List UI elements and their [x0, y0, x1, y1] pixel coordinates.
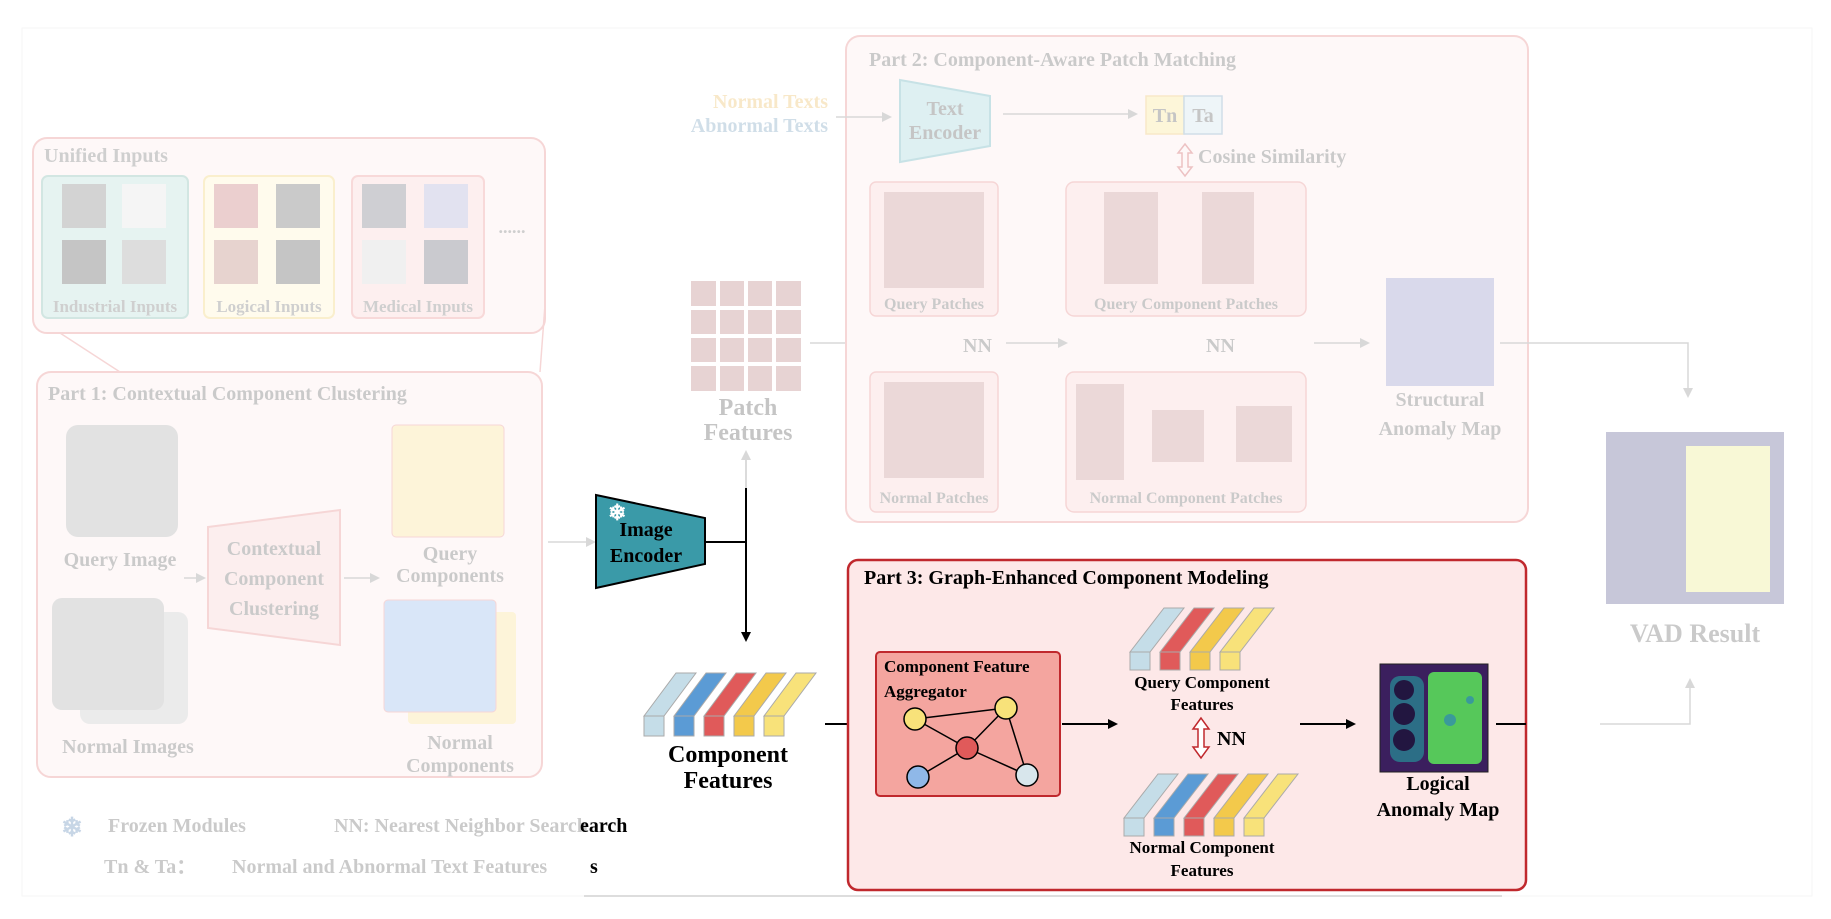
tn-label: Tn [1153, 105, 1177, 127]
logical-line2: Anomaly Map [1377, 799, 1500, 821]
encoder-snowflake-icon: ❄ [608, 500, 626, 525]
query-feature-bar-2 [1158, 607, 1216, 671]
industrial-inputs-label: Industrial Inputs [53, 297, 178, 316]
industrial-inputs-group: Industrial Inputs [41, 175, 189, 319]
logical-line1: Logical [1406, 773, 1470, 795]
legend-snowflake-icon: ❄ [61, 813, 83, 842]
part1-panel: Part 1: Contextual Component Clustering … [36, 371, 543, 778]
normal-component-patches-label: Normal Component Patches [1090, 490, 1283, 507]
medical-inputs-label: Medical Inputs [363, 297, 473, 316]
component-features-line1: Component [668, 742, 788, 768]
structural-line1: Structural [1396, 389, 1485, 411]
faded-background-layer: Unified Inputs Industrial Inputs Logical… [21, 27, 1813, 897]
normal-components-line1: Normal [427, 732, 493, 754]
patch-features: Patch Features [689, 279, 803, 446]
query-patches-label: Query Patches [884, 296, 984, 313]
logical-inputs-label: Logical Inputs [216, 297, 322, 316]
query-feature-bar-1 [1128, 607, 1186, 671]
logical-inputs-group: Logical Inputs [203, 175, 335, 319]
query-components-line2: Components [396, 565, 504, 587]
legend-tnta-tail: s [590, 856, 598, 878]
legend-frozen-label: Frozen Modules [108, 815, 246, 837]
feature-bar-5 [763, 672, 817, 737]
nn2-label: NN [1206, 335, 1235, 357]
query-feature-bar-3 [1188, 607, 1246, 671]
image-encoder-line2: Encoder [610, 545, 682, 567]
graph-node-lightblue [1015, 763, 1039, 787]
inputs-ellipsis: ...... [499, 217, 526, 237]
normal-feature-bar-5 [1242, 773, 1300, 837]
part3-panel: Part 3: Graph-Enhanced Component Modelin… [846, 558, 1528, 892]
feature-bar-1 [643, 672, 697, 737]
graph-node-yellow-left [903, 707, 927, 731]
legend-nn-tail: earch [580, 815, 627, 837]
query-cf-line2: Features [1171, 695, 1234, 714]
patch-features-line1: Patch [719, 395, 778, 421]
legend-tnta-desc: Normal and Abnormal Text Features [232, 856, 547, 878]
text-encoder-line1: Text [926, 98, 963, 120]
normal-texts-label: Normal Texts [713, 91, 828, 113]
text-encoder-line2: Encoder [909, 122, 981, 144]
normal-cf-line1: Normal Component [1130, 838, 1275, 857]
unified-inputs-panel: Unified Inputs Industrial Inputs Logical… [32, 137, 546, 334]
query-cf-line1: Query Component [1134, 673, 1270, 692]
normal-components-line2: Components [406, 755, 514, 777]
normal-images-label: Normal Images [62, 736, 194, 758]
part3-nn-label: NN [1217, 728, 1246, 750]
component-features-line2: Features [684, 768, 773, 794]
clustering-line2: Component [224, 568, 324, 590]
query-image-label: Query Image [64, 549, 177, 571]
structural-line2: Anomaly Map [1379, 418, 1502, 440]
unified-inputs-title: Unified Inputs [44, 145, 168, 167]
aggregator-line1: Component Feature [884, 657, 1030, 676]
query-components-line1: Query [423, 543, 477, 565]
component-features: Component Features [643, 672, 817, 794]
normal-feature-bar-4 [1212, 773, 1270, 837]
clustering-line3: Clustering [229, 598, 319, 620]
image-encoder: ❄ Image Encoder [595, 493, 706, 590]
part2-panel: Part 2: Component-Aware Patch Matching N… [691, 35, 1529, 523]
graph-node-blue [906, 765, 930, 789]
part2-title: Part 2: Component-Aware Patch Matching [869, 49, 1236, 71]
part1-title: Part 1: Contextual Component Clustering [48, 383, 407, 405]
feature-bar-2 [673, 672, 727, 737]
legend-tnta-label: Tn & Ta： [104, 856, 196, 878]
logical-anomaly-map: Logical Anomaly Map [1377, 663, 1500, 821]
query-feature-bar-4 [1218, 607, 1276, 671]
normal-patches-label: Normal Patches [880, 490, 989, 507]
query-component-features: Query Component Features [1128, 607, 1276, 714]
graph-node-yellow-right [994, 696, 1018, 720]
abnormal-texts-label: Abnormal Texts [691, 115, 828, 137]
vad-result: VAD Result [1606, 432, 1784, 648]
ta-label: Ta [1192, 105, 1214, 127]
vad-result-label: VAD Result [1630, 619, 1761, 648]
legend-nn-label: NN: Nearest Neighbor Search [334, 815, 588, 837]
normal-feature-bar-3 [1182, 773, 1240, 837]
clustering-line1: Contextual [227, 538, 322, 560]
part3-title: Part 3: Graph-Enhanced Component Modelin… [864, 567, 1268, 589]
cosine-similarity-label: Cosine Similarity [1198, 146, 1346, 168]
normal-cf-line2: Features [1171, 861, 1234, 880]
nn1-label: NN [963, 335, 992, 357]
normal-feature-bar-2 [1152, 773, 1210, 837]
graph-node-red [955, 736, 979, 760]
legend: ❄ Frozen Modules Tn & Ta： Normal and Abn… [61, 813, 588, 878]
nn-double-arrow-icon [1191, 716, 1211, 760]
query-component-patches-label: Query Component Patches [1094, 296, 1278, 313]
medical-inputs-group: Medical Inputs [351, 175, 485, 319]
component-feature-aggregator: Component Feature Aggregator [875, 651, 1061, 797]
patch-features-line2: Features [704, 420, 793, 446]
aggregator-line2: Aggregator [884, 682, 967, 701]
feature-bar-4 [733, 672, 787, 737]
normal-feature-bar-1 [1122, 773, 1180, 837]
image-encoder-line1: Image [619, 519, 672, 541]
feature-bar-3 [703, 672, 757, 737]
normal-component-features: Normal Component Features [1122, 773, 1300, 880]
